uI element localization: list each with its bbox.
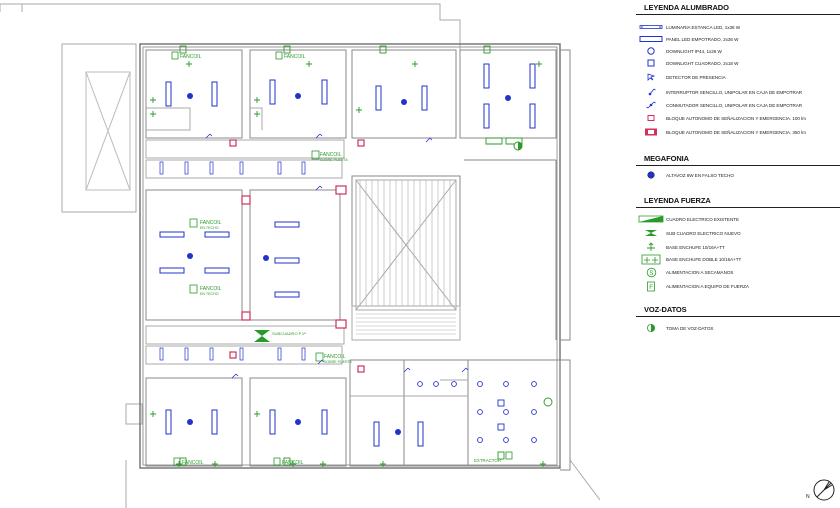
legend-item-emergency-350: BLOQUE AUTONOMO DE SEÑALIZACION Y EMERGE… <box>636 126 806 138</box>
legend-label: SUB CUADRO ELECTRICO NUEVO <box>666 230 741 236</box>
hand-dryer-icon: S <box>646 267 656 277</box>
commutator-icon <box>646 101 656 109</box>
legend-item-hand-dryer: S ALIMENTACION A SECAMANOS <box>636 266 733 278</box>
fancoil-tag-3-sub: EN TECHO <box>200 226 219 230</box>
fancoil-tag-2: FANCOIL <box>284 54 306 60</box>
socket-icon <box>647 242 655 251</box>
power-legend-rule <box>636 207 840 208</box>
legend-item-equipment-feed: F ALIMENTACION A EQUIPO DE FUERZA <box>636 280 749 292</box>
legend-item-main-panel: CUADRO ELECTRICO EXISTENTE <box>636 213 739 225</box>
legend-item-socket: BASE ENCHUFE 10/16A+TT <box>636 241 725 253</box>
svg-text:F: F <box>649 285 653 291</box>
legend-label: CUADRO ELECTRICO EXISTENTE <box>666 216 739 222</box>
legend-label: BLOQUE AUTONOMO DE SEÑALIZACION Y EMERGE… <box>666 115 806 121</box>
legend-item-speaker: ALTAVOZ 6W EN FALSO TECHO <box>636 169 734 181</box>
legend-item-double-socket: BASE ENCHUFE DOBLE 10/16A+TT <box>636 253 741 265</box>
floor-plan: FANCOIL FANCOIL FANCOIL EN TECHO FANCOIL… <box>0 3 600 508</box>
main-panel-icon <box>638 215 664 223</box>
led-panel-icon <box>639 36 663 42</box>
legend-panel: LEYENDA ALUMBRADO LUMINARIA ESTANCA LED,… <box>600 0 840 508</box>
plan-tags: FANCOIL FANCOIL FANCOIL EN TECHO FANCOIL… <box>180 54 501 466</box>
legend-label: LUMINARIA ESTANCA LED, 1x36 W <box>666 24 741 30</box>
north-arrow-icon <box>813 479 835 501</box>
data-legend-title: VOZ-DATOS <box>644 305 687 314</box>
legend-label: TOMA DE VOZ-DATOS <box>666 325 714 331</box>
legend-label: ALIMENTACION A SECAMANOS <box>666 269 734 275</box>
fancoil-tag-8: FANCOIL <box>282 460 304 466</box>
legend-item-led-batten: LUMINARIA ESTANCA LED, 1x36 W <box>636 21 740 33</box>
lighting-legend-title: LEYENDA ALUMBRADO <box>644 3 729 12</box>
legend-label: BASE ENCHUFE DOBLE 10/16A+TT <box>666 256 742 262</box>
fancoil-tag-4: FANCOIL <box>200 286 222 292</box>
power-points <box>150 45 553 467</box>
legend-label: CONMUTADOR SENCILLO, UNIPOLAR EN CAJA DE… <box>666 102 803 108</box>
legend-label: ALIMENTACION A EQUIPO DE FUERZA <box>666 283 749 289</box>
legend-item-led-panel: PANEL LED EMPOTRADO, 2x36 W <box>636 33 738 45</box>
legend-item-downlight-round: DOWNLIGHT IP44, 1x26 W <box>636 45 722 57</box>
fancoil-tag-1: FANCOIL <box>180 54 202 60</box>
corridor-panels <box>159 161 306 361</box>
emergency-350-icon <box>645 128 657 136</box>
data-outlet-icon <box>647 324 655 332</box>
speaker-icon <box>647 171 655 179</box>
double-socket-icon <box>641 254 661 264</box>
toilet-downlights <box>417 381 537 443</box>
plan-walls <box>0 3 600 508</box>
legend-label: DETECTOR DE PRESENCIA <box>666 74 726 80</box>
emergency-blocks <box>229 139 365 373</box>
fancoil-tag-4-sub: EN TECHO <box>200 292 219 296</box>
fancoil-tag-5-sub: SOBRE PUERTA <box>320 158 348 162</box>
sub-panel <box>254 330 270 342</box>
subpanel-tag: SUBCUADRO P.1ª <box>272 331 306 336</box>
extractor-tag: EXTRACTOR <box>474 458 501 463</box>
legend-label: DOWNLIGHT CUADRADO, 2x18 W <box>666 60 739 66</box>
pa-legend-rule <box>636 165 840 166</box>
emergency-100-icon <box>647 115 655 121</box>
data-legend-rule <box>636 316 840 317</box>
legend-label: BASE ENCHUFE 10/16A+TT <box>666 244 725 250</box>
led-batten-icon <box>639 25 663 29</box>
legend-item-downlight-square: DOWNLIGHT CUADRADO, 2x18 W <box>636 57 738 69</box>
legend-item-commutator: CONMUTADOR SENCILLO, UNIPOLAR EN CAJA DE… <box>636 99 802 111</box>
legend-item-switch: INTERRUPTOR SENCILLO, UNIPOLAR EN CAJA D… <box>636 86 802 98</box>
legend-item-sub-panel: SUB CUADRO ELECTRICO NUEVO <box>636 227 741 239</box>
sub-panel-icon <box>645 230 657 236</box>
presence-detector-icon <box>647 73 656 81</box>
legend-label: DOWNLIGHT IP44, 1x26 W <box>666 48 722 54</box>
pa-legend-title: MEGAFONIA <box>644 154 689 163</box>
wall-switches <box>205 133 469 379</box>
data-outlet <box>513 141 523 151</box>
power-legend-title: LEYENDA FUERZA <box>644 196 711 205</box>
north-label: N <box>806 494 810 500</box>
fancoil-tag-7: FANCOIL <box>182 460 204 466</box>
fancoil-tag-6: FANCOIL <box>324 354 346 360</box>
legend-item-presence-detector: DETECTOR DE PRESENCIA <box>636 71 726 83</box>
lighting-legend-rule <box>636 14 840 15</box>
led-panels <box>159 63 536 447</box>
fancoil-boxes <box>171 51 513 466</box>
legend-label: INTERRUPTOR SENCILLO, UNIPOLAR EN CAJA D… <box>666 89 803 95</box>
fancoil-tag-3: FANCOIL <box>200 220 222 226</box>
legend-item-data-outlet: TOMA DE VOZ-DATOS <box>636 322 713 334</box>
legend-label: PANEL LED EMPOTRADO, 2x36 W <box>666 36 739 42</box>
fancoil-tag-6-sub: SOBRE PUERTA <box>324 360 352 364</box>
svg-text:S: S <box>649 270 653 276</box>
equipment-feed-icon: F <box>647 281 655 291</box>
stair-treads <box>356 180 456 335</box>
switch-icon <box>648 88 656 96</box>
fancoil-tag-5: FANCOIL <box>320 152 342 158</box>
downlight-square-icon <box>647 59 655 67</box>
ceiling-speakers <box>187 93 511 435</box>
legend-item-emergency-100: BLOQUE AUTONOMO DE SEÑALIZACION Y EMERGE… <box>636 112 806 124</box>
legend-label: ALTAVOZ 6W EN FALSO TECHO <box>666 172 734 178</box>
legend-label: BLOQUE AUTONOMO DE SEÑALIZACION Y EMERGE… <box>666 129 806 135</box>
downlight-round-icon <box>647 47 655 55</box>
